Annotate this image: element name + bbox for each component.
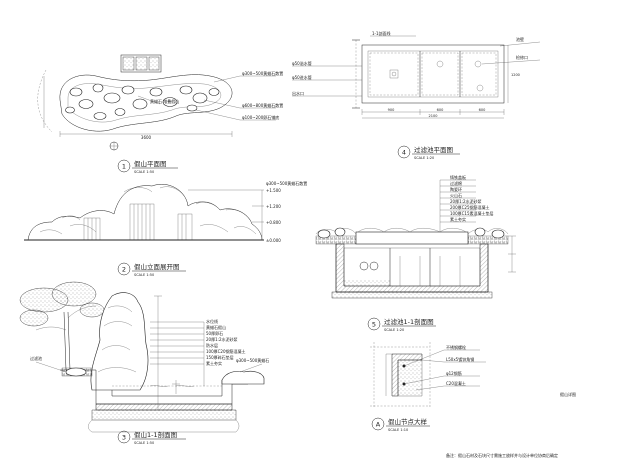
section-callout-7: 素土夯实: [206, 360, 222, 366]
detail-callouts: 不锈钢螺栓 L50x5镀锌角钢 φ12钢筋 C20混凝土: [403, 344, 486, 391]
filter-section-callout-6: 100厚C15素混凝土垫层: [450, 210, 494, 216]
filter-plan-callout-2: 检修口: [516, 54, 528, 60]
filter-plan-callout-3: φ50溢水管: [292, 60, 312, 66]
section-callout-6: 150厚碎石垫层: [206, 354, 234, 360]
section-callouts: 水位线 黄蜡石假山 50厚卵石 20厚1:2水泥砂浆 防水层 100厚C20钢筋…: [30, 318, 269, 386]
filter-section-callout-4: 20厚1:2水泥砂浆: [450, 198, 482, 204]
filter-plan-callout-1: 池壁: [516, 36, 524, 42]
view-3-rockery-section: 水位线 黄蜡石假山 50厚卵石 20厚1:2水泥砂浆 防水层 100厚C20钢筋…: [19, 281, 269, 445]
view-a-letter: A: [376, 421, 381, 429]
filter-section-callout-1: 过滤棉: [450, 180, 462, 186]
section-callout-2: 50厚卵石: [206, 330, 223, 336]
view-2-rockery-elevation: φ300~500黄蜡石散置 +1.500 +1.200 +0.800 ±0.00…: [24, 180, 307, 277]
filter-width-dim: 2100: [429, 114, 438, 118]
view-4-name: 过滤池平面图: [414, 145, 453, 154]
view-4-scale: SCALE 1:20: [414, 156, 434, 160]
general-note: 备注：假山石材及石块尺寸需施工放样并与设计单位协商后确定: [446, 452, 558, 458]
view-a-node-detail: 不锈钢螺栓 L50x5镀锌角钢 φ12钢筋 C20混凝土 A 假山节点大样 SC…: [370, 342, 486, 432]
plan-callout-3: φ100~200卵石铺底: [242, 114, 279, 120]
section-tree: [19, 281, 105, 371]
elevation-level-4: ±0.000: [266, 238, 281, 243]
filter-section-callout-3: 火山石: [450, 192, 462, 198]
filter-cell-dim-1: 600: [437, 108, 444, 112]
view-1-name: 假山平面图: [134, 159, 167, 168]
section-callout-4: 防水层: [206, 342, 218, 348]
view-3-scale: SCALE 1:50: [134, 441, 154, 445]
view-5-filter-section: 铸铁盖板 过滤棉 陶瓷环 火山石 20厚1:2水泥砂浆 200厚C25钢筋混凝土…: [315, 174, 516, 332]
view-1-number: 1: [122, 163, 126, 171]
section-rockery: [90, 292, 149, 391]
section-callout-5: 100厚C20钢筋混凝土: [206, 348, 246, 354]
detail-callout-2: φ12钢筋: [446, 370, 462, 376]
elevation-level-3: +0.800: [266, 220, 281, 225]
view-5-scale: SCALE 1:20: [384, 328, 404, 332]
plan-width-dim: 3600: [141, 135, 152, 140]
filter-section-callout-5: 200厚C25钢筋混凝土: [450, 204, 490, 210]
section-callout-9: 过滤池: [30, 355, 42, 361]
filter-section-callout-2: 陶瓷环: [450, 186, 462, 192]
elevation-level-1: +1.500: [266, 188, 281, 193]
detail-callout-1: L50x5镀锌角钢: [446, 356, 474, 362]
filter-height-dim: 1200: [511, 73, 520, 77]
view-5-name: 过滤池1-1剖面图: [384, 317, 434, 326]
view-1-rockery-plan: 3600 φ300~500黄蜡石散置 φ600~800黄蜡石散置 φ100~20…: [37, 54, 283, 174]
filter-cell-dim-2: 600: [479, 108, 486, 112]
view-3-number: 3: [122, 434, 126, 442]
view-2-title: 2 假山立面展开图 SCALE 1:50: [117, 262, 186, 277]
view-5-title: 5 过滤池1-1剖面图 SCALE 1:20: [367, 317, 436, 332]
view-3-title: 3 假山1-1剖面图 SCALE 1:50: [117, 430, 186, 445]
view-5-number: 5: [372, 321, 376, 329]
filter-section-callout-7: 素土夯实: [450, 216, 466, 222]
view-1-scale: SCALE 1:50: [134, 170, 154, 174]
filter-plan-callout-0: 1-1剖面线: [372, 30, 391, 36]
filter-plan-callout-5: 出水口: [292, 90, 304, 96]
sheet-label: 假山详图: [560, 391, 576, 397]
view-3-name: 假山1-1剖面图: [134, 430, 177, 439]
filter-plan-callout-4: φ50进水管: [292, 74, 312, 80]
view-1-title: 1 假山平面图 SCALE 1:50: [117, 159, 178, 174]
section-callout-3: 20厚1:2水泥砂浆: [206, 336, 238, 342]
view-4-filter-plan: 900 600 600 2100 1200 1-1剖面线 池壁 检修口 φ50溢…: [292, 30, 541, 160]
view-2-name: 假山立面展开图: [134, 262, 180, 271]
filter-section-callouts: 铸铁盖板 过滤棉 陶瓷环 火山石 20厚1:2水泥砂浆 200厚C25钢筋混凝土…: [439, 174, 516, 273]
detail-callout-3: C20混凝土: [446, 380, 466, 386]
filter-section-callout-0: 铸铁盖板: [450, 174, 466, 180]
view-a-title: A 假山节点大样 SCALE 1:10: [371, 417, 430, 432]
view-2-number: 2: [122, 266, 126, 274]
elevation-rock-textures: [39, 186, 257, 241]
elevation-levels: φ300~500黄蜡石散置 +1.500 +1.200 +0.800 ±0.00…: [188, 180, 307, 243]
plan-callout-2: φ600~800黄蜡石散置: [242, 102, 283, 108]
plan-rocks: [65, 83, 220, 120]
plan-callouts: φ300~500黄蜡石散置 φ600~800黄蜡石散置 φ100~200卵石铺底…: [137, 70, 283, 121]
section-callout-0: 水位线: [206, 318, 218, 324]
section-callout-1: 黄蜡石假山: [206, 324, 226, 330]
elevation-level-2: +1.200: [266, 204, 281, 209]
filter-cell-dim-0: 900: [388, 108, 395, 112]
elevation-callout-0: φ300~500黄蜡石散置: [266, 180, 307, 186]
view-a-name: 假山节点大样: [388, 417, 428, 426]
view-4-number: 4: [402, 149, 406, 157]
section-callout-8: φ300~500黄蜡石: [236, 357, 269, 363]
filter-plan-callouts: 1-1剖面线 池壁 检修口 φ50溢水管 φ50进水管 出水口: [292, 30, 541, 97]
plan-callout-1: φ300~500黄蜡石散置: [242, 70, 283, 76]
view-2-scale: SCALE 1:50: [134, 273, 154, 277]
view-4-title: 4 过滤池平面图 SCALE 1:20: [397, 145, 460, 160]
view-a-scale: SCALE 1:10: [388, 428, 408, 432]
detail-callout-0: 不锈钢螺栓: [446, 344, 466, 350]
plan-callout-0: 黄蜡石 堆叠假山: [150, 98, 179, 104]
